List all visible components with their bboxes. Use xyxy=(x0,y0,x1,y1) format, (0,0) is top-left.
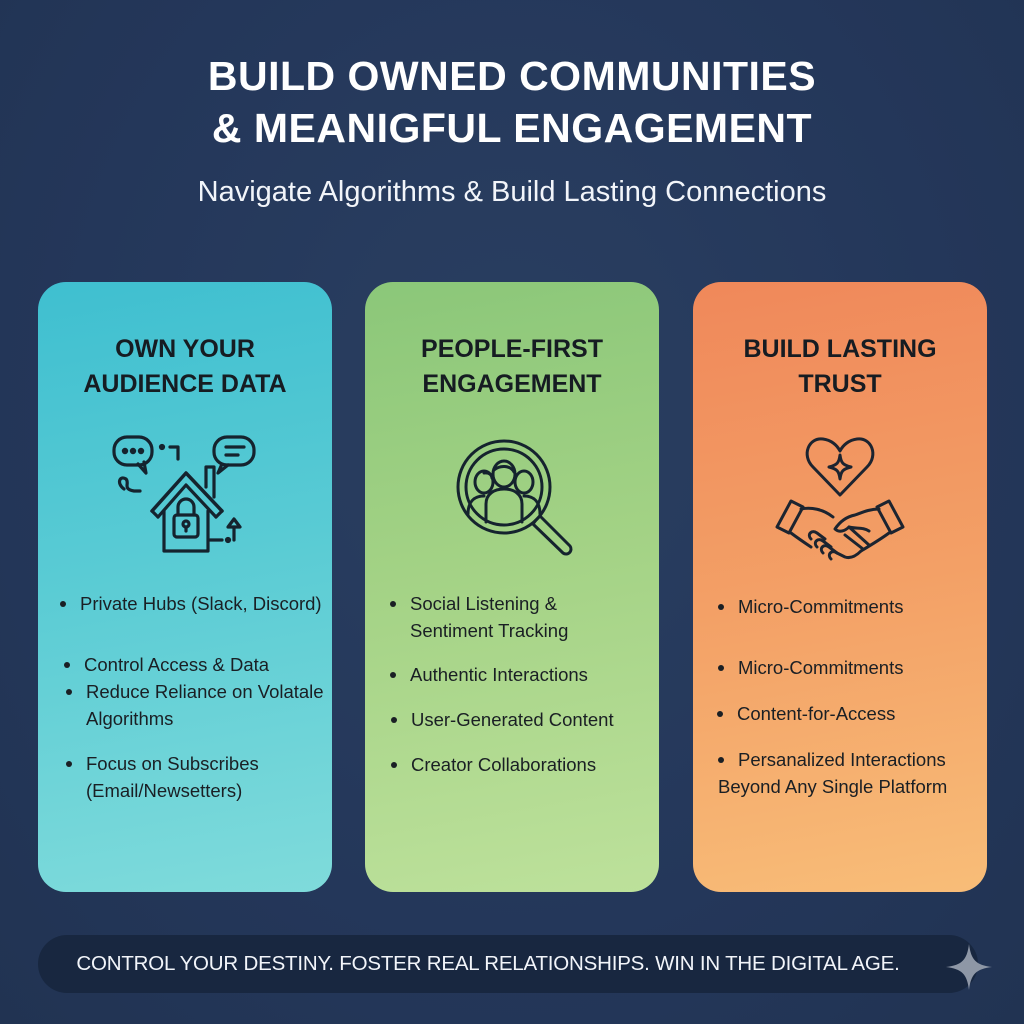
card-title: BUILD LASTING TRUST xyxy=(693,332,987,402)
bullet-dot xyxy=(718,757,724,763)
card-title: OWN YOUR AUDIENCE DATA xyxy=(38,332,332,402)
card-title-line-1: PEOPLE-FIRST xyxy=(421,335,603,363)
card-own-audience-data: OWN YOUR AUDIENCE DATA xyxy=(38,282,332,892)
title-line-2: & MEANIGFUL ENGAGEMENT xyxy=(211,105,813,151)
bullet-dot xyxy=(717,711,723,717)
footer-tagline-bar: CONTROL YOUR DESTINY. FOSTER REAL RELATI… xyxy=(38,935,978,993)
bullet-dot xyxy=(391,717,397,723)
sparkle-icon xyxy=(944,942,994,992)
bullet-item: Persanalized Interactions Beyond Any Sin… xyxy=(718,749,948,797)
bullet-item: Creator Collaborations xyxy=(391,751,596,778)
bullet-dot xyxy=(64,662,70,668)
bullet-item: User-Generated Content xyxy=(391,706,614,733)
card-people-first-engagement: PEOPLE-FIRST ENGAGEMENT xyxy=(365,282,659,892)
bullet-item: Private Hubs (Slack, Discord) xyxy=(60,590,322,617)
house-lock-chat-icon xyxy=(100,427,270,557)
bullet-dot xyxy=(66,689,72,695)
bullet-list: Private Hubs (Slack, Discord) Control Ac… xyxy=(38,282,332,892)
card-title-line-2: TRUST xyxy=(798,370,882,398)
card-title-line-2: ENGAGEMENT xyxy=(422,370,602,398)
bullet-dot xyxy=(390,672,396,678)
bullet-dot xyxy=(718,665,724,671)
magnifier-people-icon xyxy=(442,432,582,562)
bullet-dot xyxy=(66,761,72,767)
bullet-item: Micro-Commitments xyxy=(718,593,903,620)
bullet-item: Authentic Interactions xyxy=(390,661,588,688)
bullet-item: Content-for-Access xyxy=(717,700,895,727)
bullet-item: Reduce Reliance on Volatale Algorithms xyxy=(66,678,324,732)
card-title: PEOPLE-FIRST ENGAGEMENT xyxy=(365,332,659,402)
bullet-dot xyxy=(390,601,396,607)
bullet-list: Micro-Commitments Micro-Commitments Cont… xyxy=(693,282,987,892)
bullet-item: Control Access & Data xyxy=(64,651,269,678)
bullet-list: Social Listening & Sentiment Tracking Au… xyxy=(365,282,659,892)
bullet-dot xyxy=(60,601,66,607)
card-title-line-1: OWN YOUR xyxy=(115,335,255,363)
bullet-item: Focus on Subscribes (Email/Newsetters) xyxy=(66,750,259,804)
footer-tagline: CONTROL YOUR DESTINY. FOSTER REAL RELATI… xyxy=(76,952,900,975)
card-title-line-1: BUILD LASTING xyxy=(743,335,937,363)
page-subtitle: Navigate Algorithms & Build Lasting Conn… xyxy=(197,176,827,208)
page-title: BUILD OWNED COMMUNITIES & MEANIGFUL ENGA… xyxy=(0,50,1024,154)
bullet-item: Micro-Commitments xyxy=(718,654,903,681)
bullet-dot xyxy=(718,604,724,610)
heart-handshake-icon xyxy=(765,427,915,567)
bullet-dot xyxy=(391,762,397,768)
bullet-item: Social Listening & Sentiment Tracking xyxy=(390,590,568,644)
title-line-1: BUILD OWNED COMMUNITIES xyxy=(207,53,817,99)
card-title-line-2: AUDIENCE DATA xyxy=(83,370,287,398)
card-build-lasting-trust: BUILD LASTING TRUST xyxy=(693,282,987,892)
